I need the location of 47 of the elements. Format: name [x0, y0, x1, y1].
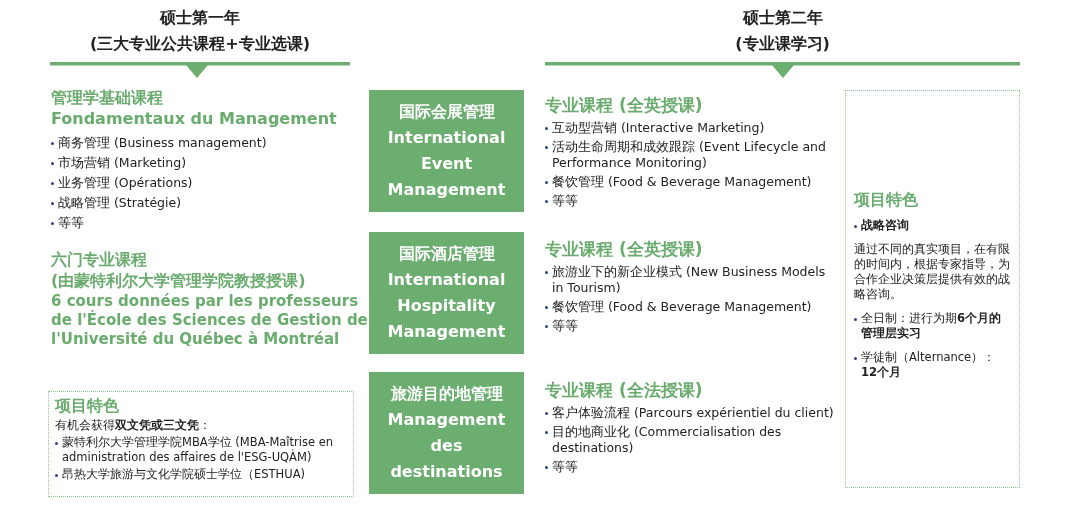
course-item: 市场营销 (Marketing)	[51, 155, 358, 171]
course-item: 活动生命周期和成效跟踪 (Event Lifecycle and Performance Monitoring)	[545, 139, 835, 171]
feature-heading: 项目特色	[854, 189, 919, 210]
course-heading: 专业课程 (全英授课)	[545, 95, 704, 115]
track-box	[369, 372, 524, 494]
feature-text: 通过不同的真实项目，在有限的时间内，根据专家指导，为合作企业决策层提供有效的战略咨询。	[854, 241, 1011, 302]
course-heading: 专业课程 (全英授课)	[545, 239, 704, 259]
course-item: 等等	[545, 459, 835, 475]
course-item: 客户体验流程 (Parcours expérientiel du client)	[545, 405, 835, 421]
section-heading: (由蒙特利尔大学管理学院教授授课)	[51, 271, 307, 291]
feature-item: 学徒制（Alternance）：12个月	[854, 349, 1011, 380]
feature-heading: 项目特色	[55, 396, 120, 416]
section-heading: Fondamentaux du Management	[51, 109, 338, 129]
track-subtitle: International Event Management	[386, 127, 507, 201]
track-title: 国际酒店管理	[398, 243, 495, 265]
course-item: 业务管理 (Opérations)	[51, 175, 358, 191]
year-subheading: (三大专业公共课程+专业选课)	[89, 34, 311, 55]
section-text: 6 cours données par les professeurs de l'École des Sciences de Gestion de l'Université du Québec à Montréal	[51, 292, 369, 349]
year-subheading: (专业课学习)	[734, 34, 831, 55]
year-heading: 硕士第二年	[741, 8, 824, 29]
course-item: 等等	[545, 318, 835, 334]
section-heading: 管理学基础课程	[51, 88, 164, 108]
year-heading: 硕士第一年	[159, 8, 241, 29]
track-box	[369, 90, 524, 212]
feature-item: 蒙特利尔大学管理学院MBA学位 (MBA-Maîtrise en administration des affaires de l'ESG-UQÀM)	[55, 435, 347, 465]
feature-text: 有机会获得双文凭或三文凭：	[55, 418, 212, 433]
track-subtitle: Management des destinations	[386, 409, 507, 483]
feature-item: 昂热大学旅游与文化学院硕士学位（ESTHUA)	[55, 467, 347, 482]
course-item: 餐饮管理 (Food & Beverage Management)	[545, 299, 835, 315]
course-item: 旅游业下的新企业模式 (New Business Models in Tourism)	[545, 264, 835, 296]
course-item: 等等	[51, 215, 358, 231]
feature-box	[48, 391, 354, 497]
feature-item: 全日制：进行为期6个月的管理层实习	[854, 310, 1011, 341]
course-item: 等等	[545, 193, 835, 209]
course-item: 战略管理 (Stratégie)	[51, 195, 358, 211]
feature-item: 战略咨询	[854, 217, 1011, 233]
course-heading: 专业课程 (全法授课)	[545, 380, 704, 400]
track-title: 国际会展管理	[398, 101, 495, 123]
course-item: 目的地商业化 (Commercialisation des destinations)	[545, 424, 835, 456]
section-heading: 六门专业课程	[51, 250, 148, 270]
track-title: 旅游目的地管理	[390, 383, 503, 405]
track-box	[369, 232, 524, 354]
course-item: 餐饮管理 (Food & Beverage Management)	[545, 174, 835, 190]
course-item: 互动型营销 (Interactive Marketing)	[545, 120, 835, 136]
track-subtitle: International Hospitality Management	[386, 269, 507, 343]
course-item: 商务管理 (Business management)	[51, 135, 358, 151]
feature-box	[845, 90, 1020, 488]
